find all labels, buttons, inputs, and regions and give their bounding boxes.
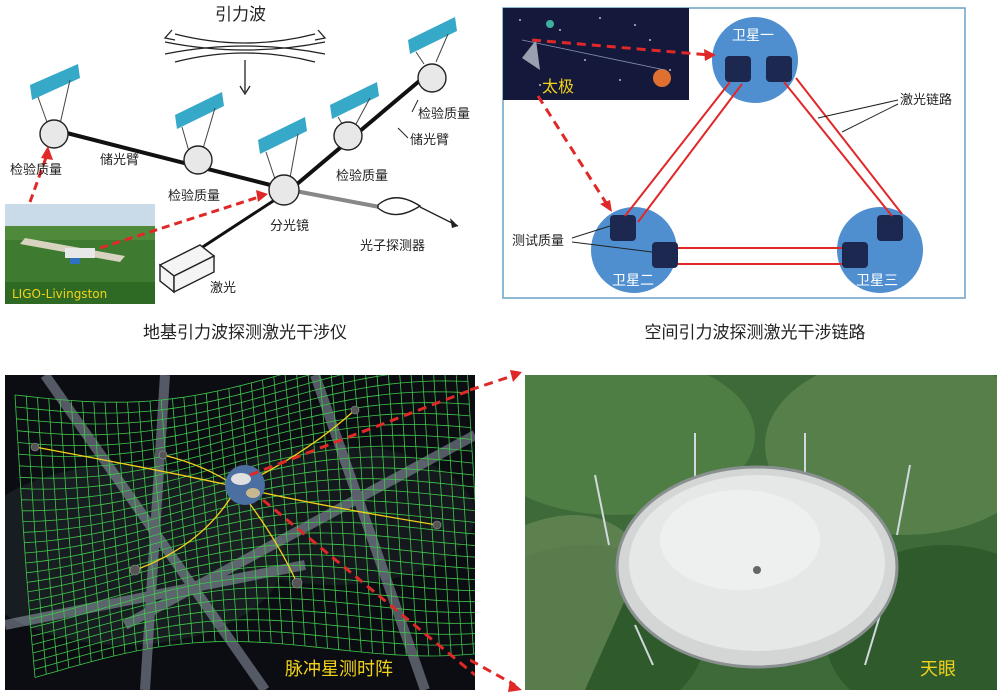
label-test-mass-top: 检验质量: [418, 106, 470, 122]
caption-ground: 地基引力波探测激光干涉仪: [143, 323, 347, 343]
label-splitter: 分光镜: [270, 219, 309, 234]
mirror-group: [30, 17, 457, 154]
sat3-label: 卫星三: [856, 273, 898, 289]
earth-icon: [225, 465, 265, 505]
label-arm-right: 储光臂: [410, 133, 449, 148]
pulsar-label: 脉冲星测时阵: [285, 659, 393, 680]
label-test-mass-right: 检验质量: [336, 168, 388, 184]
laser-link-label: 激光链路: [900, 92, 952, 108]
caption-space: 空间引力波探测激光干涉链路: [644, 323, 866, 343]
detector-arm: [289, 188, 386, 210]
ground-interferometer-diagram: 引力波: [5, 5, 470, 304]
label-arm-left: 储光臂: [100, 153, 139, 168]
photon-detector-shape: [377, 197, 422, 216]
label-laser: 激光: [210, 281, 236, 296]
taiji-label: 太极: [542, 77, 574, 96]
sat2-label: 卫星二: [612, 273, 654, 289]
label-test-mass-mid: 检验质量: [168, 188, 220, 204]
fast-label: 天眼: [920, 659, 956, 680]
spacetime-grid: [14, 375, 475, 678]
gravitational-wave-arrows: [163, 29, 327, 96]
ligo-photo-label: LIGO-Livingston: [12, 287, 107, 301]
pulsar-timing-panel: 脉冲星测时阵: [5, 375, 475, 690]
fast-telescope-panel: 天眼: [525, 375, 997, 690]
label-test-mass-left: 检验质量: [10, 162, 62, 178]
test-mass-label: 测试质量: [512, 234, 564, 249]
gravitational-wave-label: 引力波: [215, 5, 266, 25]
left-arm: [54, 128, 291, 192]
space-interferometer-diagram: 太极 卫星一 卫星二 卫星三 激光链路 测试质量: [502, 7, 966, 299]
label-detector: 光子探测器: [360, 239, 425, 254]
laser-box: [158, 244, 216, 294]
test-mass-spheres: [39, 63, 447, 206]
ligo-photo: [5, 204, 155, 304]
sat1-label: 卫星一: [732, 28, 774, 44]
connector-arrows: [470, 370, 522, 692]
